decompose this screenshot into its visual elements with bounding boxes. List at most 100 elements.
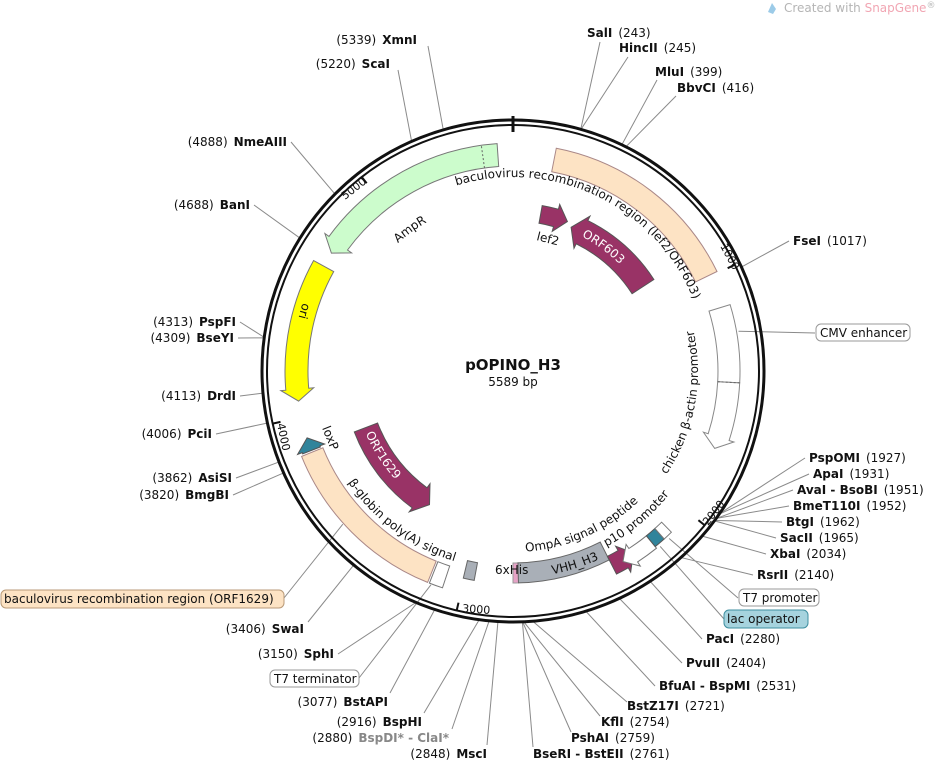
enzyme-site-line: [337, 602, 416, 655]
feature-lac-operator[interactable]: [645, 527, 665, 548]
tick-mark: [727, 263, 736, 270]
feature-cmv-enhancer[interactable]: [708, 303, 741, 384]
enzyme-site[interactable]: MluI(399): [655, 65, 722, 79]
tick-label-1000: 1000: [717, 241, 742, 272]
enzyme-site[interactable]: ApaI(1931): [813, 467, 889, 481]
enzyme-site[interactable]: HincII(245): [619, 41, 696, 55]
enzyme-site-line: [533, 621, 628, 703]
enzyme-site-line: [427, 45, 444, 129]
enzyme-site[interactable]: SalI(243): [587, 26, 651, 40]
enzyme-site[interactable]: (4888)NmeAIII: [188, 135, 287, 149]
svg-text:AmpR: AmpR: [391, 213, 429, 246]
feature-bac-lef2-region[interactable]: [551, 147, 718, 283]
enzyme-site[interactable]: (4113)DrdI: [161, 389, 236, 403]
enzyme-site-line: [619, 598, 683, 664]
feature-box-t7-terminator[interactable]: T7 terminator: [269, 669, 360, 688]
feature-vhh-h3[interactable]: [517, 541, 610, 584]
enzyme-site-line: [524, 622, 601, 717]
feature-label-ori[interactable]: ori: [296, 302, 314, 321]
enzyme-site-line: [717, 489, 794, 519]
enzyme-site[interactable]: (3862)AsiSI: [152, 471, 232, 485]
feature-label-6xhis[interactable]: 6xHis: [495, 563, 528, 577]
enzyme-site[interactable]: (2880)BspDI* - ClaI*: [312, 731, 449, 745]
watermark-reg: ®: [926, 1, 935, 11]
enzyme-site[interactable]: BbvCI(416): [677, 81, 754, 95]
t7-promoter-label: T7 promoter: [742, 591, 818, 605]
snapgene-logo-icon: [768, 3, 776, 14]
tick-mark: [360, 176, 368, 184]
feature-label-lef2[interactable]: lef2: [535, 229, 560, 248]
feature-orf603[interactable]: [570, 214, 655, 295]
feature-orf1629[interactable]: [353, 422, 431, 513]
enzyme-site-line: [580, 41, 601, 129]
enzyme-site[interactable]: XbaI(2034): [770, 547, 846, 561]
snapgene-watermark: Created with SnapGene®: [768, 1, 935, 15]
enzyme-site-line: [215, 422, 267, 435]
enzyme-site[interactable]: BfuAI - BspMI(2531): [659, 679, 796, 693]
enzyme-site-line: [721, 457, 806, 513]
enzyme-site-line: [397, 69, 412, 141]
enzyme-site[interactable]: PshAI(2759): [571, 731, 655, 745]
plasmid-length: 5589 bp: [488, 375, 538, 389]
enzyme-site[interactable]: KflI(2754): [601, 715, 670, 729]
feature-lef2[interactable]: [538, 202, 569, 233]
feature-box-cmv-enhancer[interactable]: CMV enhancer: [815, 323, 911, 342]
enzyme-site[interactable]: BtgI(1962): [786, 515, 860, 529]
feature-bglobin-polya[interactable]: [300, 447, 437, 584]
enzyme-site[interactable]: BseRI - BstEII(2761): [533, 747, 670, 761]
tick-mark: [272, 420, 281, 425]
feature-ori[interactable]: [279, 259, 335, 402]
feature-label-ampr[interactable]: AmpR: [391, 213, 429, 246]
enzyme-site[interactable]: PspOMI(1927): [809, 451, 906, 465]
svg-text:Created with SnapGene®: Created with SnapGene®: [784, 1, 935, 15]
enzyme-site[interactable]: (2848)MscI: [410, 747, 487, 761]
feature-leader-line: [738, 330, 816, 334]
enzyme-site[interactable]: PvuII(2404): [686, 656, 766, 670]
enzyme-site[interactable]: (4313)PspFI: [153, 315, 236, 329]
enzyme-site-line: [586, 611, 656, 687]
enzyme-site[interactable]: (5339)XmnI: [336, 33, 417, 47]
feature-leader-line: [659, 546, 725, 620]
feature-loxp[interactable]: [296, 437, 327, 456]
enzyme-site[interactable]: (4309)BseYI: [150, 331, 234, 345]
enzyme-site-line: [486, 622, 499, 746]
backbone-ring: [260, 116, 766, 624]
feature-t7-promoter-box[interactable]: [654, 521, 673, 540]
feature-gray-box[interactable]: [462, 559, 479, 581]
tick-mark: [455, 602, 460, 611]
tick-label-3000: 3000: [462, 602, 491, 617]
enzyme-site[interactable]: (4688)BanI: [174, 198, 250, 212]
enzyme-site[interactable]: FseI(1017): [793, 234, 867, 248]
feature-box-baculovirus-orf1629[interactable]: baculovirus recombination region (ORF162…: [0, 589, 285, 609]
enzyme-site[interactable]: BstZ17I(2721): [627, 699, 725, 713]
enzyme-site[interactable]: (3150)SphI: [258, 647, 334, 661]
enzyme-site[interactable]: (2916)BspHI: [337, 715, 422, 729]
enzyme-site-line: [650, 581, 703, 640]
feature-ampr[interactable]: [323, 143, 500, 254]
tick-marks: [272, 176, 736, 611]
enzyme-site[interactable]: RsrII(2140): [757, 568, 834, 582]
baculovirus-orf1629-label: baculovirus recombination region (ORF162…: [4, 592, 274, 606]
feature-chicken-actin-promoter[interactable]: [702, 381, 741, 449]
enzyme-site[interactable]: (3077)BstAPI: [298, 695, 389, 709]
enzyme-site-line: [682, 557, 754, 576]
enzyme-site[interactable]: (4006)PciI: [142, 427, 212, 441]
feature-p10-promoter[interactable]: [622, 535, 658, 567]
enzyme-site[interactable]: (3406)SwaI: [226, 622, 304, 636]
enzyme-site[interactable]: SacII(1965): [780, 531, 859, 545]
enzyme-site-line: [742, 240, 790, 267]
feature-box-lac-operator[interactable]: lac operator: [723, 609, 809, 629]
enzyme-site[interactable]: AvaI - BsoBI(1951): [797, 483, 924, 497]
enzyme-site[interactable]: PacI(2280): [706, 632, 780, 646]
features: [279, 143, 741, 589]
enzyme-site[interactable]: BmeT110I(1952): [793, 499, 906, 513]
enzyme-site[interactable]: (5220)ScaI: [316, 57, 390, 71]
feature-bac-orf1629-end-box[interactable]: [428, 561, 451, 589]
enzyme-site-line: [581, 56, 629, 129]
enzyme-site-line: [451, 621, 490, 730]
t7-terminator-label: T7 terminator: [273, 672, 357, 686]
feature-box-t7-promoter[interactable]: T7 promoter: [738, 588, 820, 607]
feature-label-chicken-actin-promoter[interactable]: chicken β-actin promoter: [657, 330, 701, 477]
feature-leader-line: [668, 538, 739, 599]
enzyme-site[interactable]: (3820)BmgBI: [139, 488, 229, 502]
